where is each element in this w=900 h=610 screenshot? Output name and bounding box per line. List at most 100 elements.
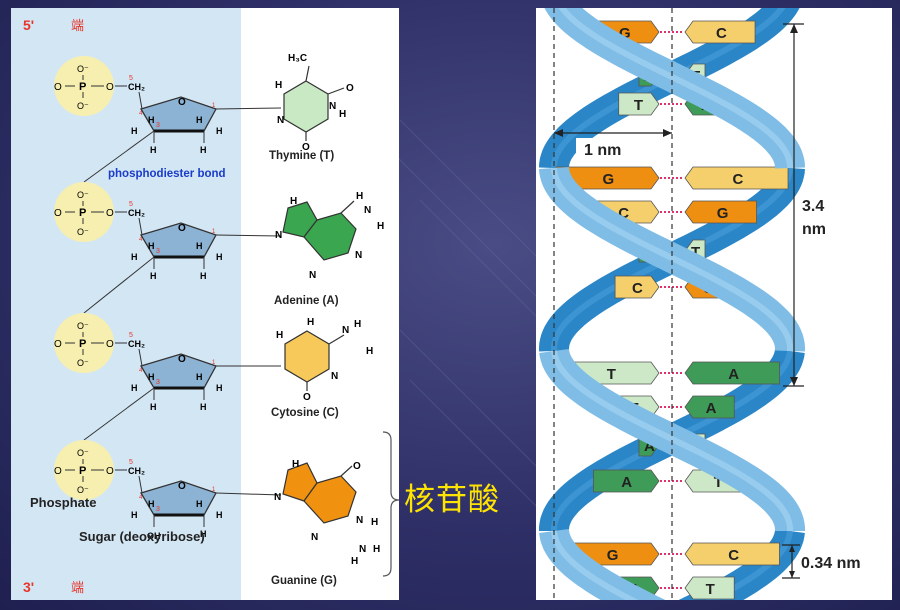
oxygen-bottom: O⁻: [77, 227, 89, 237]
adenine-n1: N: [355, 250, 362, 261]
thymine-n1: N: [277, 115, 284, 126]
carbon-3-number: 3: [156, 122, 160, 129]
oxygen-left: O: [54, 208, 62, 219]
base-left: [618, 92, 660, 116]
base-left-letter: T: [634, 97, 643, 114]
guanine-n9: N: [274, 492, 281, 503]
base-left-letter: C: [632, 280, 643, 297]
nucleotide-caption: 核苷酸: [404, 482, 500, 518]
strand-3prime-label: 3': [23, 579, 34, 595]
base-right-letter: G: [717, 205, 729, 222]
carbon-3-number: 3: [156, 506, 160, 513]
base-left-letter: T: [607, 366, 616, 383]
guanine-name: Guanine (G): [271, 575, 337, 587]
phosphodiester-bond-label: phosphodiester bond: [108, 168, 226, 180]
cytosine-o2: O: [303, 392, 311, 403]
backbone-strand-b-highlight: [551, 350, 793, 531]
sugar-3-h: H: [150, 271, 157, 281]
carbon-4-number: 4: [139, 237, 143, 243]
sugar-h-left: H: [148, 372, 155, 382]
phosphorus-atom: P: [79, 465, 86, 477]
guanine-amine-h1: H: [373, 544, 380, 555]
ch2-group: CH₂: [128, 82, 145, 92]
cytosine-amine-h1: H: [354, 319, 361, 330]
adenine-n9: N: [275, 230, 282, 241]
phosphate-group: [54, 56, 114, 116]
cytosine-h5: H: [307, 317, 314, 328]
base-right: [684, 576, 735, 600]
glycosidic-bond: [215, 234, 282, 237]
sugar-h-left: H: [148, 115, 155, 125]
strand-5prime-suffix: 端: [71, 18, 84, 33]
phosphate-group: [54, 182, 114, 242]
thymine-o2: O: [302, 142, 310, 153]
phosphodiester-link: [83, 387, 155, 441]
oxygen-right: O: [106, 208, 114, 219]
guanine-n1: N: [356, 515, 363, 526]
base-right-letter: C: [728, 547, 739, 564]
carbon-3-number: 3: [156, 379, 160, 386]
base-right: [684, 200, 757, 224]
nucleotide-bracket: [382, 431, 399, 577]
phosphorus-atom: P: [79, 207, 86, 219]
rise-label: 0.34 nm: [801, 555, 861, 572]
sugar-2-h: H: [200, 402, 207, 412]
oxygen-top: O⁻: [77, 448, 89, 458]
base-left-letter: G: [607, 547, 619, 564]
base-left-letter: C: [618, 205, 629, 222]
phosphate-label: Phosphate: [30, 495, 96, 510]
carbon-3-number: 3: [156, 248, 160, 255]
ring-oxygen: O: [178, 97, 186, 108]
adenine-h8: H: [290, 196, 297, 207]
guanine-h8: H: [292, 459, 299, 470]
sugar-h-left: H: [148, 241, 155, 251]
ring-oxygen: O: [178, 354, 186, 365]
sugar-2-h: H: [200, 145, 207, 155]
strand-5prime-label: 5': [23, 17, 34, 33]
carbon-5-number: 5: [129, 332, 133, 339]
base-left: [592, 469, 660, 493]
base-right: [684, 361, 780, 385]
cytosine-h6: H: [276, 330, 283, 341]
base-right-letter: T: [706, 581, 715, 598]
cytosine-n3: N: [331, 371, 338, 382]
cytosine-name: Cytosine (C): [271, 407, 339, 419]
thymine-base: H₃C O N H O H N Thymine (T): [269, 53, 354, 162]
carbon-1-number: 1: [212, 229, 216, 235]
backbone-strand-b-highlight: [558, 8, 793, 169]
thymine-ring: [283, 80, 329, 133]
guanine-o6: O: [353, 461, 361, 472]
adenine-amine-h2: H: [377, 221, 384, 232]
deoxyribose-ring: [140, 222, 217, 258]
sugar-h-right: H: [196, 115, 203, 125]
base-right-letter: C: [733, 171, 744, 188]
phosphodiester-link: [83, 130, 155, 183]
cytosine-amine-h2: H: [366, 346, 373, 357]
thymine-h3: H: [339, 109, 346, 120]
turn-length-unit: nm: [802, 221, 826, 238]
cytosine-ring: [284, 330, 330, 383]
sugar-2-h: H: [200, 271, 207, 281]
deoxyribose-ring: [140, 353, 217, 389]
base-right: [684, 166, 789, 190]
base-right: [684, 395, 735, 419]
oxygen-left: O: [54, 339, 62, 350]
deoxyribose-ring: [140, 96, 217, 132]
ch2-group: CH₂: [128, 208, 145, 218]
backbone-strand-a-highlight: [551, 530, 639, 600]
carbon-1-number: 1: [212, 103, 216, 109]
oxygen-left: O: [54, 466, 62, 477]
guanine-amine-h2: H: [351, 556, 358, 567]
carbon-4-number: 4: [139, 495, 143, 501]
ring-oxygen: O: [178, 481, 186, 492]
sugar-2-h: H: [200, 529, 207, 539]
base-right: [684, 542, 780, 566]
base-left: [614, 275, 660, 299]
base-right-letter: T: [714, 474, 723, 491]
sugar-h-c1: H: [216, 510, 223, 520]
carbon-4-number: 4: [139, 368, 143, 374]
sugar-h-c4: H: [131, 510, 138, 520]
oxygen-bottom: O⁻: [77, 101, 89, 111]
